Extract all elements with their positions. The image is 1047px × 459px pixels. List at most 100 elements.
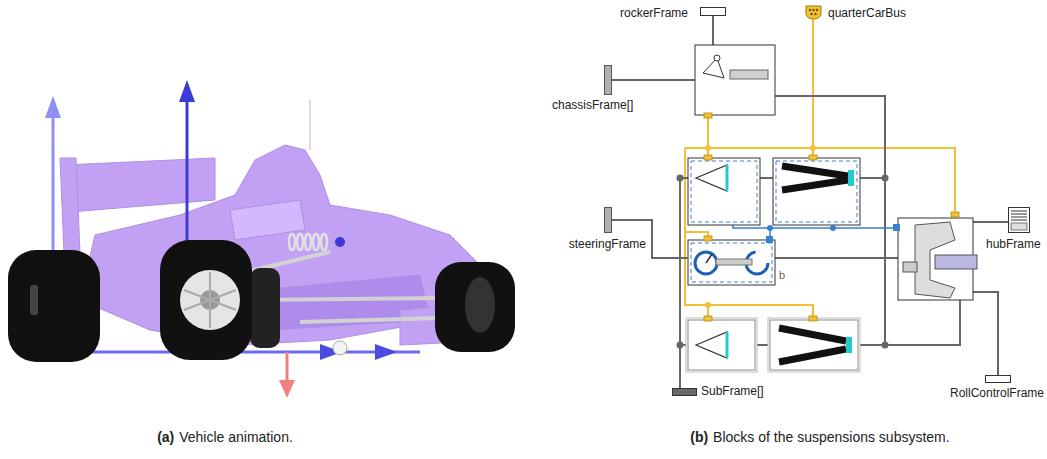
- connection-wire: [612, 219, 646, 221]
- block-symbol: [726, 165, 729, 191]
- spring: [305, 234, 311, 250]
- bus-connector: quarterCarBus: [803, 3, 918, 23]
- block-symbol: [782, 180, 848, 190]
- signal-bus: [685, 232, 708, 236]
- suspension-rod: [300, 318, 440, 322]
- bus-connector: [809, 155, 817, 160]
- spring: [289, 234, 345, 250]
- spring: [313, 234, 319, 250]
- spring: [321, 234, 327, 250]
- connector-icon: [1011, 213, 1027, 214]
- dashed-frame: [691, 161, 757, 222]
- connector-icon: [814, 13, 816, 15]
- frame-array-port: chassisFrame[]: [552, 62, 638, 114]
- tyre: [184, 290, 236, 310]
- subfigure-caption: (a) Vehicle animation.: [0, 429, 485, 445]
- frame-wire: [760, 177, 773, 179]
- block-symbol: [695, 252, 717, 274]
- dashed-frame: [776, 161, 857, 222]
- junction-dot: [677, 342, 684, 349]
- bus-connector: [704, 155, 712, 160]
- component-block: [768, 318, 860, 372]
- tyre: [435, 262, 515, 352]
- bus-connector: [809, 316, 817, 321]
- block-symbol: [903, 262, 917, 272]
- block-symbol: [695, 55, 977, 362]
- port-label: chassisFrame[]: [552, 98, 633, 112]
- component-block: [686, 318, 757, 372]
- block-symbol: [782, 166, 848, 176]
- block-symbol: [706, 254, 712, 263]
- tyre: [8, 250, 100, 362]
- block-symbol: [726, 332, 729, 358]
- connection-wire: [646, 220, 688, 258]
- connector-icon: [816, 9, 818, 11]
- vehicle-body: [65, 158, 215, 212]
- port-label: b: [779, 268, 785, 282]
- axis-arrow: [179, 80, 195, 102]
- bus-connector: [704, 236, 712, 241]
- axis-arrow: [286, 352, 289, 382]
- tyre: [30, 285, 38, 315]
- bus-connector: [704, 316, 712, 321]
- connector-icon: [604, 65, 612, 95]
- frame-wire: [972, 292, 998, 375]
- tyre: [160, 240, 252, 360]
- axis-arrow: [279, 380, 295, 398]
- axis-arrow: [53, 80, 420, 398]
- block-symbol: [703, 58, 724, 78]
- signal-bus: [685, 19, 955, 318]
- port-label: RollControlFrame: [950, 386, 1044, 400]
- block-symbol: [730, 70, 768, 79]
- caption-text: Vehicle animation.: [179, 429, 293, 445]
- spring: [297, 234, 303, 250]
- port-label: quarterCarBus: [828, 6, 906, 20]
- bus-connector: [704, 113, 959, 321]
- component-block: [773, 158, 860, 225]
- frame-wire: [775, 257, 898, 259]
- frame-array-port: SubFrame[]: [670, 383, 770, 400]
- port-label: steeringFrame: [569, 237, 646, 251]
- frame-wire: [612, 16, 1008, 388]
- axis-arrow: [375, 344, 397, 360]
- subfigure-caption: (b)Blocks of the suspensions subsystem.: [560, 429, 1047, 445]
- connector-icon: [1011, 219, 1027, 220]
- block-symbol: [696, 165, 727, 191]
- port-label: SubFrame[]: [701, 384, 764, 398]
- frame-port: RollControlFrame: [940, 373, 1044, 403]
- spring: [335, 237, 345, 247]
- frame-port: steeringFrame: [556, 204, 646, 253]
- caption-text: Blocks of the suspensions subsystem.: [713, 429, 950, 445]
- suspension-rod: [310, 100, 311, 150]
- tyre: [333, 341, 347, 355]
- dashed-frame: [691, 161, 857, 282]
- tyre: [180, 270, 240, 330]
- flange-port: hubFrame: [986, 205, 1043, 253]
- frame-port: rockerFrame: [620, 4, 728, 24]
- junction-dot: [893, 224, 900, 231]
- block-symbol: [848, 170, 854, 186]
- connector-icon: [1011, 216, 1027, 217]
- signal-bus: [812, 19, 814, 158]
- tyre: [250, 268, 280, 348]
- tyre: [465, 277, 495, 333]
- caption-text: (a): [157, 429, 174, 445]
- connector-icon: [1009, 208, 1030, 233]
- spring: [289, 234, 295, 250]
- connector-icon: [805, 5, 822, 20]
- junction-dot: [705, 145, 711, 151]
- block-symbol: [716, 259, 752, 265]
- connector-icon: [806, 6, 821, 19]
- frame-wire: [973, 221, 1008, 223]
- connector-icon: [604, 207, 612, 233]
- component-block: [688, 320, 755, 370]
- tyre: [8, 240, 515, 362]
- junction-dot: [882, 175, 889, 182]
- connector-icon: [1011, 223, 1027, 230]
- connector-def: [646, 220, 688, 258]
- dashed-frame: [691, 243, 772, 282]
- frame-wire: [712, 16, 714, 45]
- junction-dot: [830, 225, 836, 231]
